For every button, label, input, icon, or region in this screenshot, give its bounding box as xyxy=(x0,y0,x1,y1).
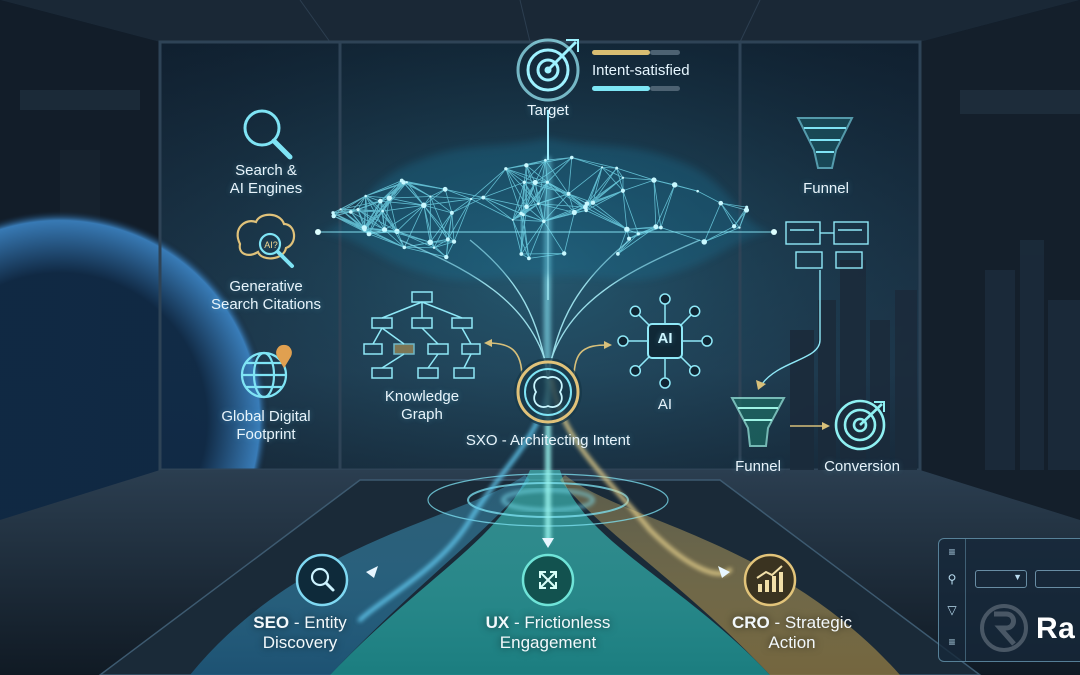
floating-filter-panel: ≡ ⚲ ▽ ≡ ▼ xyxy=(938,538,1080,662)
ux-path-label: UX - Frictionless Engagement xyxy=(485,613,611,652)
ux-expand-arrows-icon xyxy=(521,553,575,607)
cro-path-label: CRO - Strategic Action xyxy=(732,613,852,652)
sxo-core-label: SXO - Architecting Intent xyxy=(465,432,631,449)
brand-wordmark: Ra xyxy=(1036,612,1076,645)
core-emblem xyxy=(514,358,582,426)
ai-brain-icon xyxy=(236,213,296,268)
conversion-target-icon xyxy=(834,399,886,451)
intent-satisfied-label: Intent-satisfied xyxy=(592,62,690,79)
conversion-label: Conversion xyxy=(824,458,900,475)
seo-search-icon xyxy=(295,553,349,607)
search-magnifier-icon xyxy=(243,109,293,160)
search-ai-engines-label: Search & AI Engines xyxy=(229,162,303,197)
seo-path xyxy=(190,475,530,675)
ai-label: AI xyxy=(657,396,673,413)
globe-pin-icon xyxy=(240,344,292,399)
flow-chart-icon xyxy=(761,221,869,385)
seo-path-label: SEO - Entity Discovery xyxy=(253,613,347,652)
funnel-bottom-icon xyxy=(730,397,786,447)
neural-network-canopy xyxy=(315,110,777,281)
funnel-top-icon xyxy=(796,117,854,169)
menu-icon: ≡ xyxy=(948,545,956,559)
dropdown-2 xyxy=(1035,570,1080,588)
generative-search-citations-label: Generative Search Citations xyxy=(210,278,322,313)
ai-chip-network xyxy=(617,293,713,389)
target-icon xyxy=(516,38,580,102)
cro-growth-chart-icon xyxy=(743,553,797,607)
filter-icon: ▽ xyxy=(947,603,957,617)
ai-brain-text: AI? xyxy=(264,240,278,250)
list-icon: ≡ xyxy=(948,635,956,649)
chevron-down-icon: ▼ xyxy=(1013,572,1022,582)
knowledge-graph-diagram xyxy=(363,291,481,379)
global-digital-footprint-label: Global Digital Footprint xyxy=(221,408,311,443)
search-icon: ⚲ xyxy=(947,572,957,586)
funnel-top-label: Funnel xyxy=(803,180,849,197)
dropdown-1: ▼ xyxy=(975,570,1027,588)
ai-chip-text: AI xyxy=(657,330,673,347)
panel-icon-column: ≡ ⚲ ▽ ≡ xyxy=(939,539,966,661)
target-label: Target xyxy=(527,102,569,119)
knowledge-graph-label: Knowledge Graph xyxy=(384,388,460,423)
funnel-bottom-label: Funnel xyxy=(735,458,781,475)
